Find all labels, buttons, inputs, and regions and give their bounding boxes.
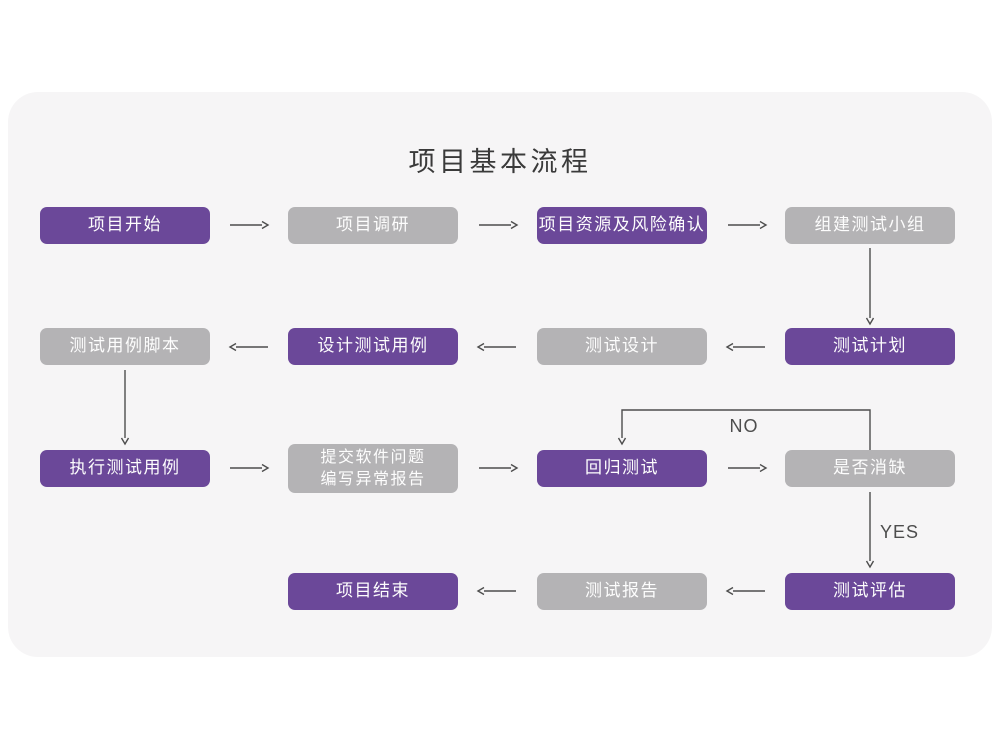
node-project-resources-risk-confirm: 项目资源及风险确认 xyxy=(537,207,707,244)
node-project-research: 项目调研 xyxy=(288,207,458,244)
node-defect-resolved: 是否消缺 xyxy=(785,450,955,487)
node-design-test-cases: 设计测试用例 xyxy=(288,328,458,365)
node-test-design: 测试设计 xyxy=(537,328,707,365)
edge-label-yes: YES xyxy=(880,522,920,542)
node-build-test-team: 组建测试小组 xyxy=(785,207,955,244)
flowchart-card xyxy=(8,92,992,657)
edge-label-no: NO xyxy=(729,416,759,436)
node-test-report: 测试报告 xyxy=(537,573,707,610)
node-regression-test: 回归测试 xyxy=(537,450,707,487)
node-project-end: 项目结束 xyxy=(288,573,458,610)
node-test-evaluation: 测试评估 xyxy=(785,573,955,610)
node-execute-test-cases: 执行测试用例 xyxy=(40,450,210,487)
node-project-start: 项目开始 xyxy=(40,207,210,244)
diagram-title: 项目基本流程 xyxy=(408,147,592,177)
node-test-case-script: 测试用例脚本 xyxy=(40,328,210,365)
node-submit-issue-write-report: 提交软件问题 编写异常报告 xyxy=(288,444,458,493)
node-test-plan: 测试计划 xyxy=(785,328,955,365)
